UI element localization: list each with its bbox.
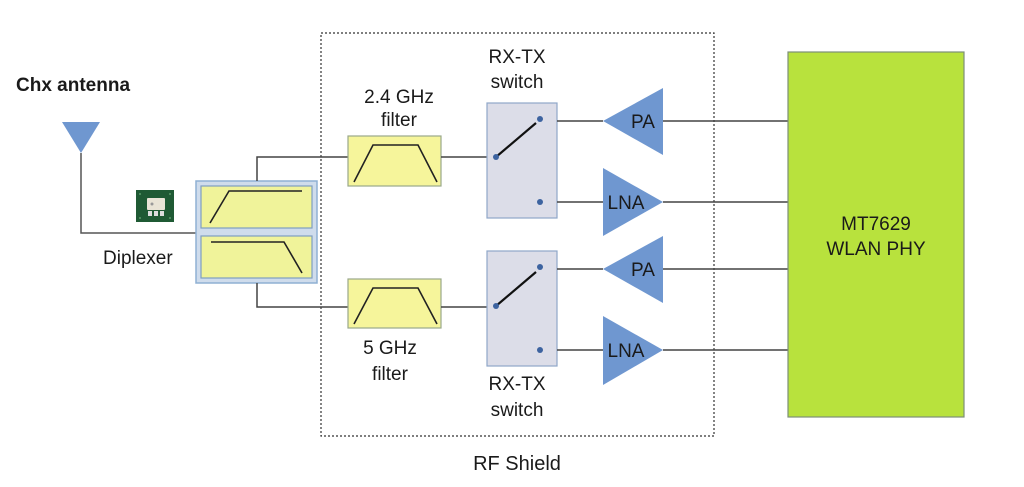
pa-amplifier-top-icon: [603, 88, 663, 155]
switch-arm-icon: [495, 122, 537, 158]
lowpass-response-icon: [211, 241, 303, 274]
lna-amplifier-bottom-icon: [603, 316, 663, 385]
wire-diplexer-to-24ghz: [256, 156, 348, 181]
pa-amplifier-bottom-icon: [603, 236, 663, 303]
switch-bottom-label-1: RX-TX: [489, 374, 546, 395]
filter-24ghz-label-2: filter: [381, 110, 418, 131]
diplexer-label: Diplexer: [103, 248, 173, 269]
rx-tx-switch-bottom: [486, 250, 558, 367]
rx-tx-switch-top: [486, 102, 558, 219]
switch-bottom-label-2: switch: [491, 400, 544, 421]
switch-top-label-2: switch: [491, 72, 544, 93]
lna-bottom-label: LNA: [608, 341, 645, 362]
pa-bottom-label: PA: [631, 260, 655, 281]
antenna-feed-line: [80, 153, 196, 234]
filter-5ghz-label-1: 5 GHz: [363, 338, 417, 359]
lna-amplifier-top-icon: [603, 168, 663, 236]
switch-top-label-1: RX-TX: [489, 47, 546, 68]
wire-diplexer-to-5ghz: [256, 283, 348, 308]
filter-24ghz-label-1: 2.4 GHz: [364, 87, 434, 108]
filter-5ghz-label-2: filter: [372, 364, 409, 385]
diplexer-chip-icon: [136, 190, 174, 222]
lna-top-label: LNA: [608, 193, 645, 214]
rf-shield-boundary: [320, 32, 715, 437]
antenna-title: Chx antenna: [16, 75, 130, 96]
rf-shield-label: RF Shield: [473, 453, 561, 475]
bandpass-response-icon: [353, 144, 438, 183]
bandpass-response-icon: [353, 287, 438, 325]
antenna-icon: [62, 122, 100, 153]
wlan-phy-block: [787, 51, 965, 418]
diplexer: [195, 180, 318, 284]
diplexer-highpass: [200, 185, 313, 229]
pa-top-label: PA: [631, 112, 655, 133]
highpass-response-icon: [209, 190, 302, 224]
phy-label-1: MT7629: [841, 214, 911, 235]
phy-label-2: WLAN PHY: [826, 239, 926, 260]
switch-arm-icon: [495, 271, 537, 307]
